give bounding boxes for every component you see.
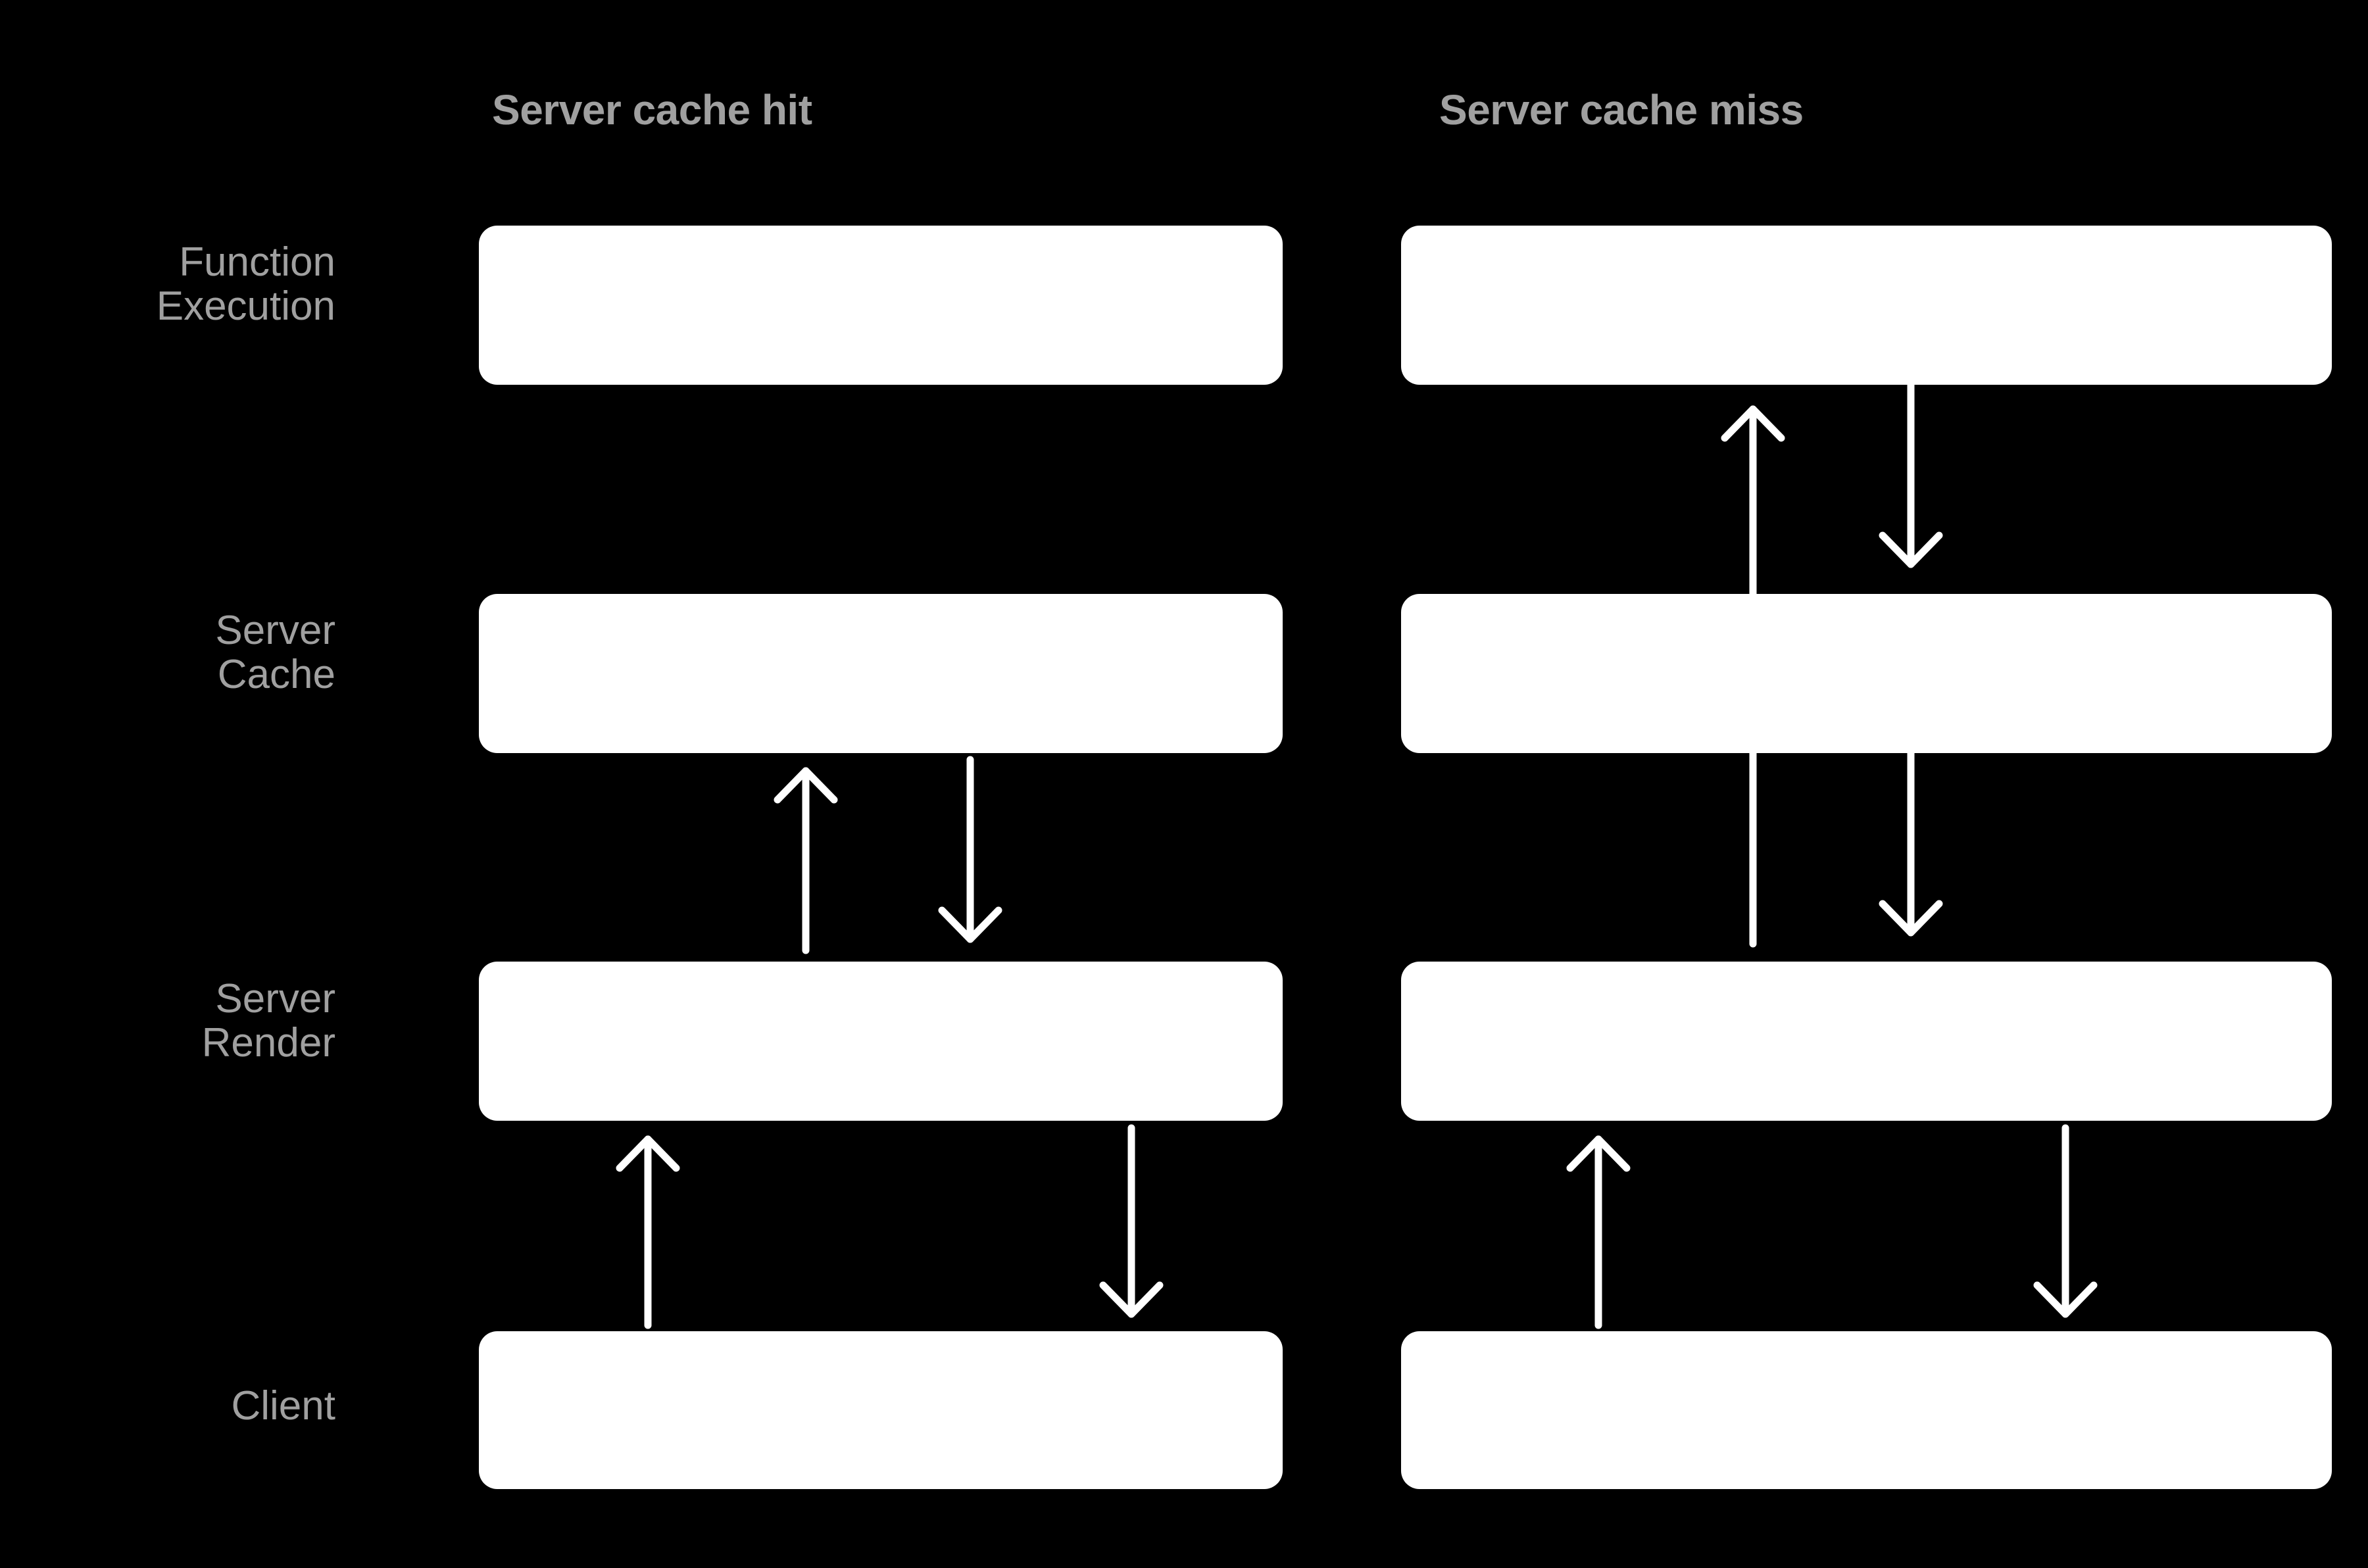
row-label-client: Client bbox=[231, 1383, 335, 1429]
node-miss-server-render[interactable] bbox=[1401, 962, 2332, 1121]
node-hit-server-cache[interactable] bbox=[479, 594, 1283, 753]
arrow-miss-function-to-cache-down bbox=[1879, 381, 1943, 568]
arrow-hit-client-to-render-up bbox=[616, 1135, 680, 1329]
arrow-hit-cache-to-render-down bbox=[938, 756, 1002, 943]
node-miss-server-cache[interactable] bbox=[1401, 594, 2332, 753]
arrow-hit-render-to-cache-up bbox=[774, 767, 838, 954]
arrow-miss-cache-to-render-down bbox=[1879, 749, 1943, 937]
row-label-server-render: Server Render bbox=[201, 976, 335, 1066]
arrow-miss-client-to-render-up bbox=[1566, 1135, 1631, 1329]
column-header-server-cache-hit: Server cache hit bbox=[492, 86, 812, 134]
node-miss-function-execution[interactable] bbox=[1401, 226, 2332, 385]
node-hit-function-execution[interactable] bbox=[479, 226, 1283, 385]
column-header-server-cache-miss: Server cache miss bbox=[1439, 86, 1804, 134]
arrow-miss-render-to-function-up bbox=[1721, 405, 1785, 948]
row-label-server-cache: Server Cache bbox=[215, 608, 335, 697]
node-hit-client[interactable] bbox=[479, 1331, 1283, 1489]
arrow-miss-render-to-client-down bbox=[2033, 1124, 2098, 1318]
row-label-function-execution: Function Execution bbox=[156, 239, 335, 329]
node-hit-server-render[interactable] bbox=[479, 962, 1283, 1121]
arrow-hit-render-to-client-down bbox=[1099, 1124, 1164, 1318]
node-miss-client[interactable] bbox=[1401, 1331, 2332, 1489]
